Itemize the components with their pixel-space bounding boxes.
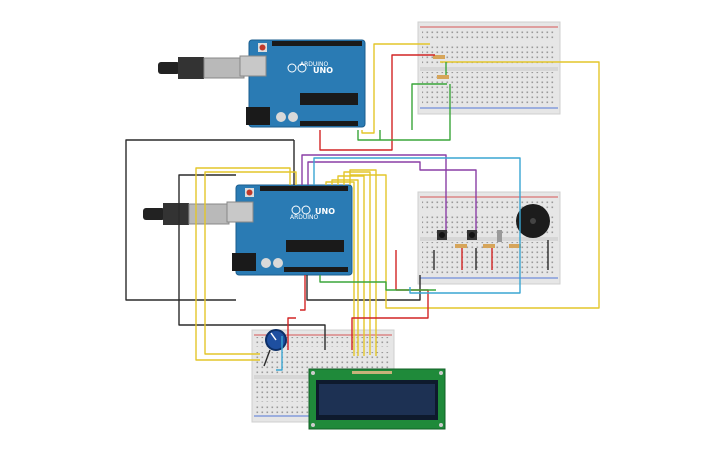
buzzer bbox=[516, 204, 550, 238]
arduino-logo-icon bbox=[291, 205, 301, 215]
resistor-icon bbox=[437, 75, 449, 79]
wires bbox=[125, 43, 600, 371]
resistor-icon bbox=[455, 244, 467, 248]
microcontroller-chip-icon bbox=[300, 93, 358, 105]
wire-blue bbox=[313, 157, 521, 282]
wire-yellow bbox=[195, 167, 291, 361]
wire-black bbox=[125, 139, 294, 301]
wire-yellow bbox=[349, 169, 377, 356]
arduino-bottom: UNO ARDUINO bbox=[143, 184, 353, 276]
wire-blue bbox=[276, 336, 283, 371]
reset-button-icon bbox=[246, 189, 253, 196]
arduino-top-brand: ARDUINO bbox=[300, 61, 329, 68]
arduino-logo-icon bbox=[287, 63, 297, 73]
breadboard-top-right bbox=[417, 21, 561, 115]
resistor-icon bbox=[483, 244, 495, 248]
arduino-bottom-model: UNO bbox=[315, 207, 335, 216]
wire-yellow bbox=[361, 43, 430, 134]
reset-button-icon bbox=[259, 44, 266, 51]
wire-green bbox=[411, 83, 447, 130]
pushbutton-2 bbox=[467, 230, 477, 240]
wire-purple bbox=[307, 161, 477, 230]
wire-black bbox=[178, 174, 326, 350]
resistor-icon bbox=[509, 244, 521, 248]
resistor-icon bbox=[433, 55, 445, 59]
wire-yellow bbox=[204, 171, 297, 355]
wire-green bbox=[319, 275, 436, 291]
lcd-display bbox=[308, 368, 446, 430]
photoresistor-icon bbox=[497, 230, 502, 242]
wire-red bbox=[319, 54, 435, 151]
microcontroller-chip-icon bbox=[286, 240, 344, 252]
wire-yellow bbox=[343, 171, 371, 355]
wire-purple bbox=[301, 154, 447, 230]
usb-cable-icon bbox=[158, 62, 180, 74]
arduino-top: UNO ARDUINO bbox=[158, 39, 366, 128]
pushbutton-1 bbox=[437, 230, 447, 240]
resistors-top bbox=[433, 55, 449, 79]
arduino-top-model: UNO bbox=[313, 66, 333, 75]
lcd-screen bbox=[319, 384, 435, 415]
usb-cable-icon bbox=[143, 208, 165, 220]
potentiometer bbox=[265, 329, 287, 351]
wire-red bbox=[287, 317, 296, 350]
wire-yellow bbox=[350, 61, 600, 309]
resistors-middle bbox=[455, 230, 521, 248]
wire-yellow bbox=[325, 181, 355, 356]
wire-green bbox=[357, 84, 451, 141]
arduino-bottom-brand: ARDUINO bbox=[290, 214, 319, 221]
